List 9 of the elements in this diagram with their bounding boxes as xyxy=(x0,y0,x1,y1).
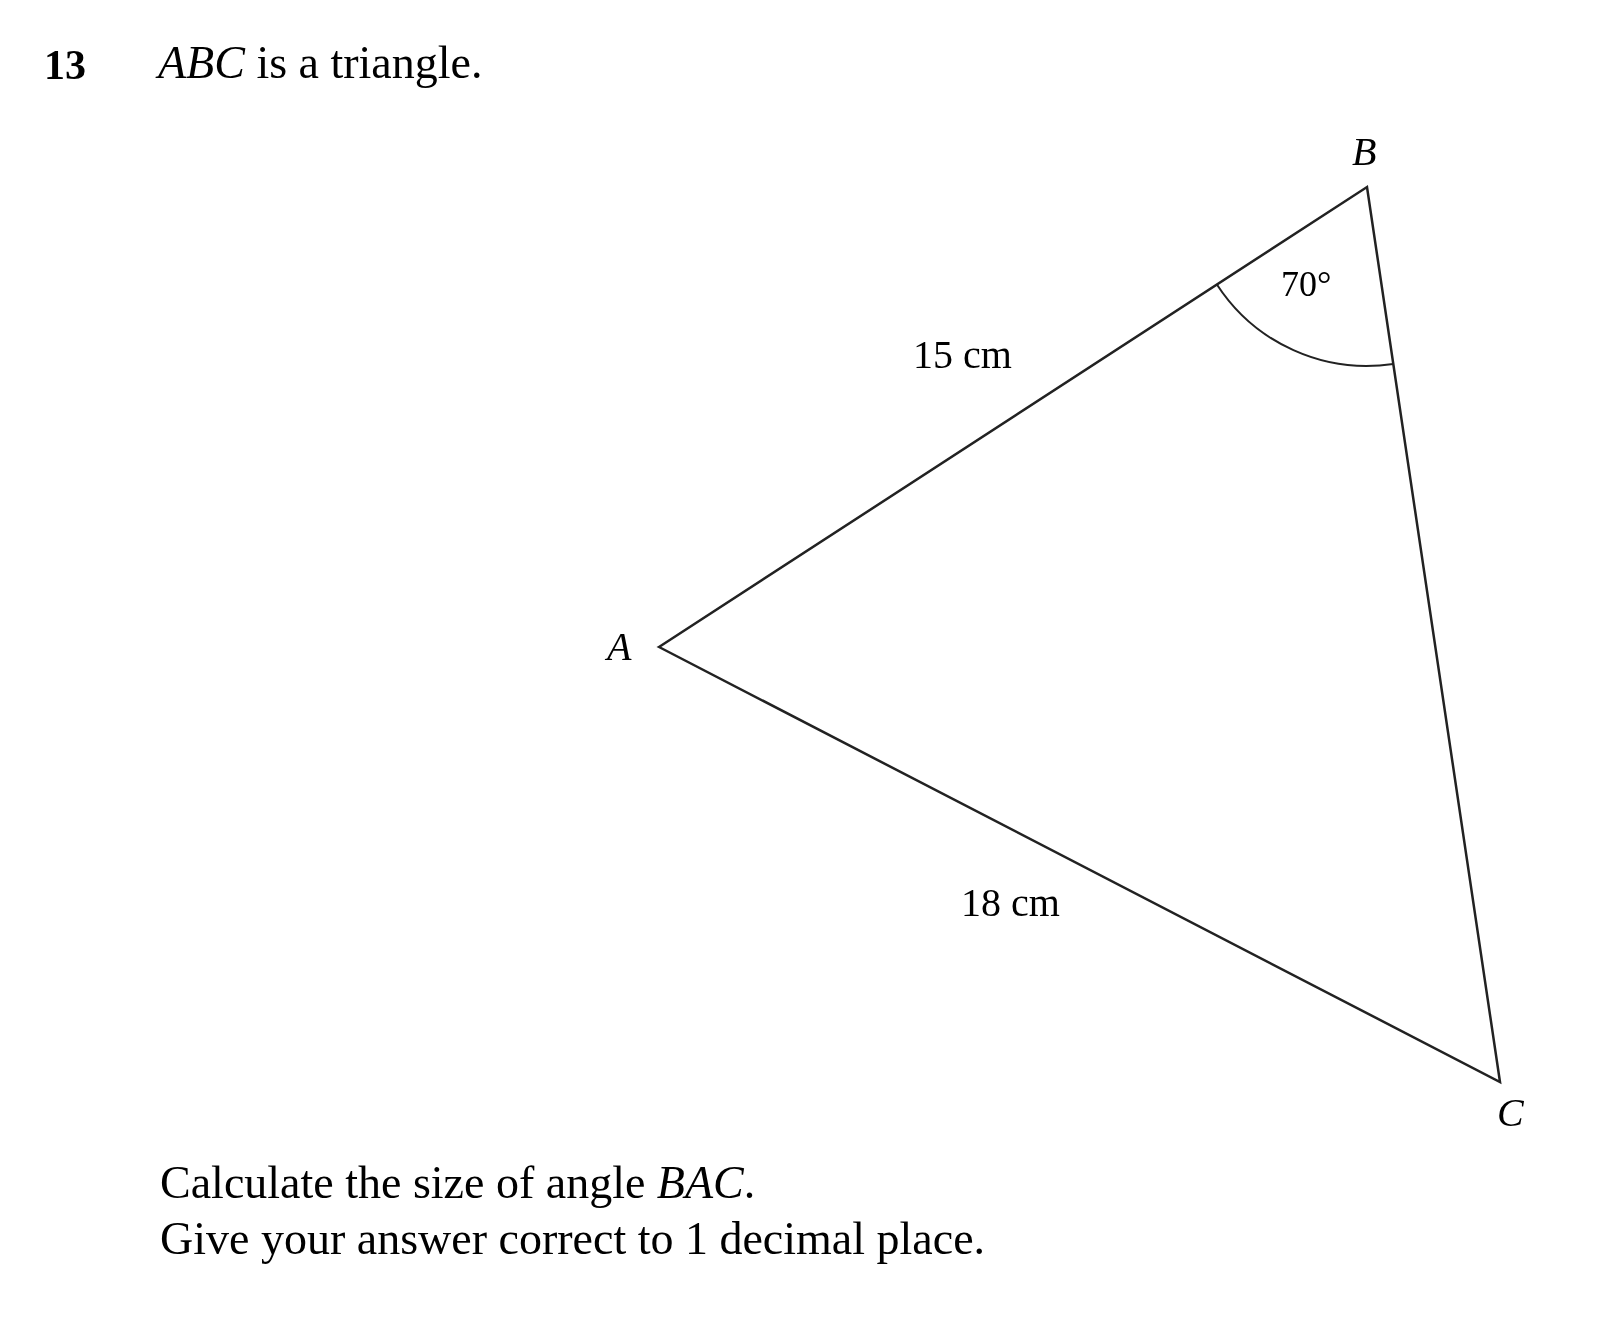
question-number: 13 xyxy=(44,44,86,86)
angle-label: 70° xyxy=(1281,266,1332,302)
instruction-text: Calculate the size of angle BAC. xyxy=(160,1160,756,1206)
vertex-label: A xyxy=(607,627,632,667)
length-label: 15 cm xyxy=(913,335,1012,375)
vertex-label: C xyxy=(1497,1093,1524,1133)
vertex-label: B xyxy=(1352,132,1377,172)
length-label: 18 cm xyxy=(961,883,1060,923)
instruction-text: Give your answer correct to 1 decimal place. xyxy=(160,1216,986,1262)
